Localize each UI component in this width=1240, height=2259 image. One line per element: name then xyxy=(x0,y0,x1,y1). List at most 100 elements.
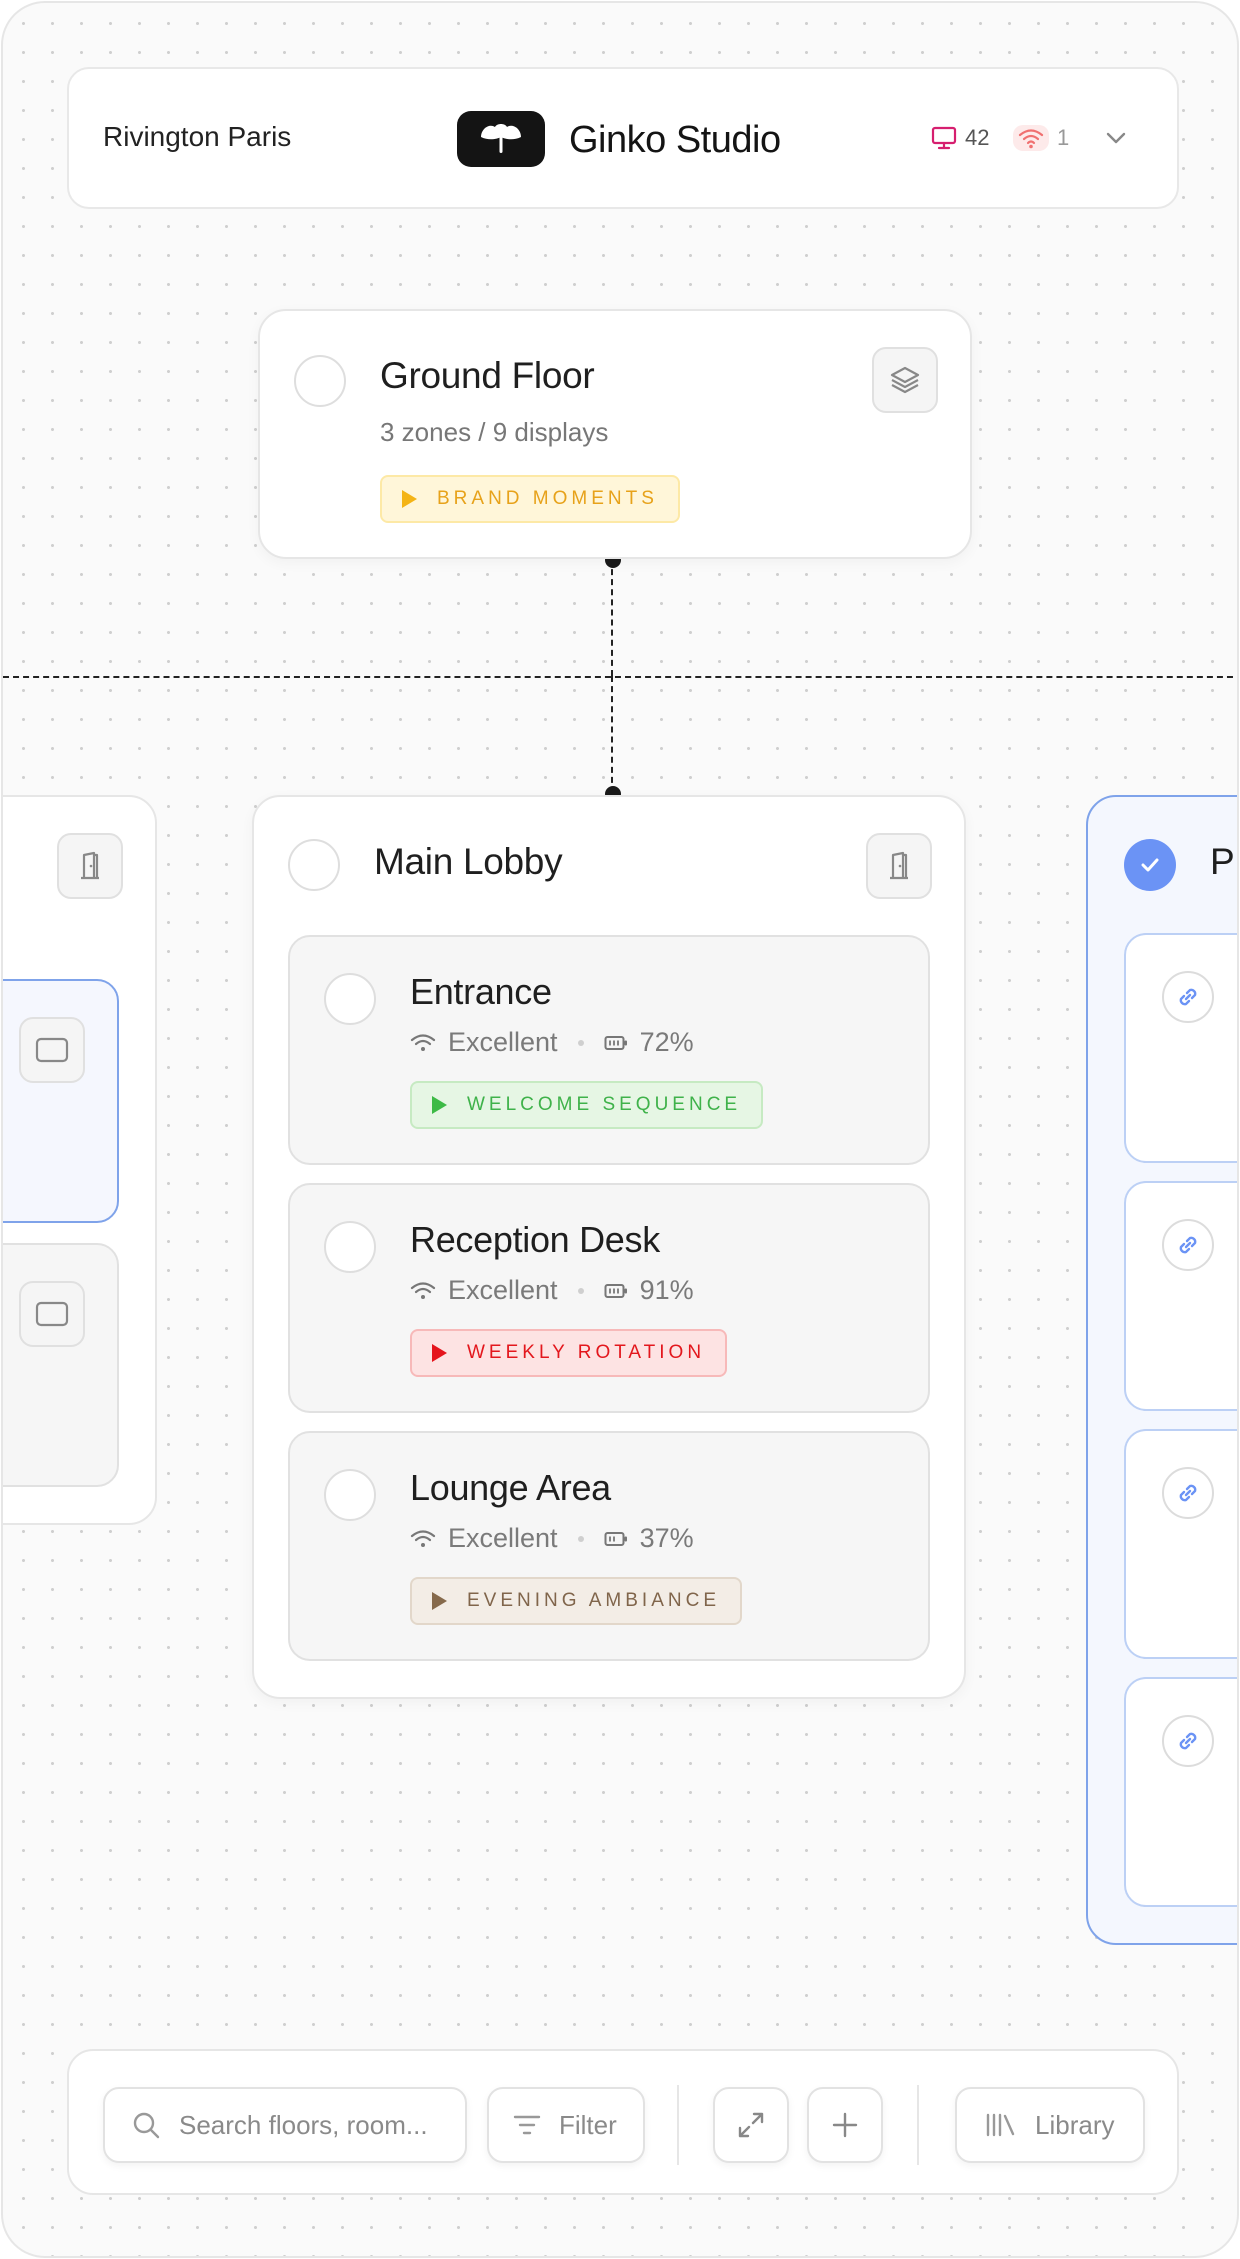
monitor-icon xyxy=(931,126,957,150)
layers-icon xyxy=(890,366,920,394)
chevron-down-icon[interactable] xyxy=(1103,125,1129,151)
zone-battery: 37% xyxy=(639,1523,694,1553)
offline-count: 1 xyxy=(1057,125,1070,150)
library-label: Library xyxy=(1035,2109,1115,2140)
link-button[interactable] xyxy=(1162,1715,1214,1767)
zone-name: Reception Desk xyxy=(410,1219,660,1260)
door-icon xyxy=(890,851,908,880)
check-icon xyxy=(1141,858,1159,872)
door-button[interactable] xyxy=(866,833,932,899)
filter-button[interactable]: Filter xyxy=(487,2087,645,2163)
link-icon xyxy=(1179,988,1197,1006)
filter-label: Filter xyxy=(559,2109,617,2140)
room-card-right[interactable]: Pr xyxy=(1086,795,1237,1945)
layers-button[interactable] xyxy=(872,347,938,413)
connector-horizontal xyxy=(3,676,1237,678)
display-icon xyxy=(35,1037,69,1063)
play-icon xyxy=(432,1344,447,1362)
zone-playlist-label: WEEKLY ROTATION xyxy=(467,1342,706,1363)
add-button[interactable] xyxy=(807,2087,883,2163)
separator-dot xyxy=(577,1287,584,1294)
link-button[interactable] xyxy=(1162,1467,1214,1519)
zone-playlist-label: WELCOME SEQUENCE xyxy=(467,1094,742,1115)
zone-battery: 91% xyxy=(639,1275,694,1305)
connector-junction-to-room xyxy=(611,676,613,793)
door-icon xyxy=(81,851,99,880)
zone-card-left-2[interactable] xyxy=(3,1243,119,1487)
wifi-icon xyxy=(410,1281,436,1299)
zone-card-reception-desk[interactable]: Reception Desk Excellent 91% WEEKLY xyxy=(288,1183,930,1413)
zone-select-radio[interactable] xyxy=(324,1221,376,1273)
zone-meta: Excellent 72% xyxy=(410,1027,694,1058)
link-button[interactable] xyxy=(1162,1219,1214,1271)
zone-card-lounge-area[interactable]: Lounge Area Excellent 37% EVENING A xyxy=(288,1431,930,1661)
library-icon xyxy=(986,2113,1015,2137)
zone-card-entrance[interactable]: Entrance Excellent 72% WELCOME SEQU xyxy=(288,935,930,1165)
link-icon xyxy=(1179,1484,1197,1502)
separator-dot xyxy=(577,1039,584,1046)
zone-card-left-1[interactable] xyxy=(3,979,119,1223)
zone-playlist-tag[interactable]: EVENING AMBIANCE xyxy=(410,1577,742,1625)
room-title: Main Lobby xyxy=(374,841,563,882)
expand-icon xyxy=(738,2112,764,2138)
link-icon xyxy=(1179,1732,1197,1750)
display-icon xyxy=(35,1301,69,1327)
offline-stat[interactable]: 1 xyxy=(1013,125,1069,151)
displays-count: 42 xyxy=(965,125,990,150)
connector-floor-to-junction xyxy=(611,559,613,676)
plus-icon xyxy=(832,2112,858,2138)
room-card-main-lobby[interactable]: Main Lobby Entrance Excellent xyxy=(252,795,966,1699)
search-box[interactable]: Search floors, room... xyxy=(103,2087,467,2163)
zone-playlist-tag[interactable]: WELCOME SEQUENCE xyxy=(410,1081,764,1129)
search-icon xyxy=(133,2112,160,2139)
wifi-icon xyxy=(410,1529,436,1547)
battery-icon xyxy=(604,1035,627,1050)
zone-playlist-tag[interactable]: WEEKLY ROTATION xyxy=(410,1329,728,1377)
play-icon xyxy=(432,1592,447,1610)
linked-zone-2[interactable] xyxy=(1124,1181,1237,1411)
floor-title: Ground Floor xyxy=(380,355,595,396)
filter-icon xyxy=(513,2115,541,2135)
zone-battery: 72% xyxy=(639,1027,694,1057)
separator-dot xyxy=(577,1535,584,1542)
location-label[interactable]: Rivington Paris xyxy=(103,121,292,152)
floor-playlist-tag[interactable]: BRAND MOMENTS xyxy=(380,475,680,523)
display-button-left-1[interactable] xyxy=(19,1017,85,1083)
battery-icon xyxy=(604,1283,627,1298)
zone-name: Lounge Area xyxy=(410,1467,611,1508)
displays-stat[interactable]: 42 xyxy=(931,125,989,151)
zone-name: Entrance xyxy=(410,971,552,1012)
zone-select-radio[interactable] xyxy=(324,1469,376,1521)
search-input[interactable]: Search floors, room... xyxy=(179,2109,428,2140)
zone-meta: Excellent 91% xyxy=(410,1275,694,1306)
toolbar-divider xyxy=(917,2085,919,2165)
linked-zone-3[interactable] xyxy=(1124,1429,1237,1659)
zone-signal: Excellent xyxy=(448,1027,558,1057)
linked-zone-4[interactable] xyxy=(1124,1677,1237,1907)
play-icon xyxy=(432,1096,447,1114)
floor-subtitle: 3 zones / 9 displays xyxy=(380,417,609,447)
link-button[interactable] xyxy=(1162,971,1214,1023)
room-selected-check[interactable] xyxy=(1124,839,1176,891)
wifi-alert-icon xyxy=(1018,129,1044,149)
battery-icon xyxy=(604,1531,627,1546)
display-button-left-2[interactable] xyxy=(19,1281,85,1347)
linked-zone-1[interactable] xyxy=(1124,933,1237,1163)
room-title-right: Pr xyxy=(1210,841,1237,882)
floor-select-radio[interactable] xyxy=(294,355,346,407)
brand-name: Ginko Studio xyxy=(569,119,781,161)
zone-select-radio[interactable] xyxy=(324,973,376,1025)
zone-playlist-label: EVENING AMBIANCE xyxy=(467,1590,720,1611)
room-select-radio[interactable] xyxy=(288,839,340,891)
floor-playlist-label: BRAND MOMENTS xyxy=(437,488,658,509)
link-icon xyxy=(1179,1236,1197,1254)
header-bar: Rivington Paris Ginko Studio 42 xyxy=(67,67,1179,209)
floor-card[interactable]: Ground Floor 3 zones / 9 displays BRAND … xyxy=(258,309,972,559)
play-icon xyxy=(402,490,417,508)
library-button[interactable]: Library xyxy=(955,2087,1145,2163)
wifi-icon xyxy=(410,1033,436,1051)
toolbar-divider xyxy=(677,2085,679,2165)
fit-view-button[interactable] xyxy=(713,2087,789,2163)
ginkgo-logo-icon xyxy=(457,111,545,167)
door-button-left[interactable] xyxy=(57,833,123,899)
